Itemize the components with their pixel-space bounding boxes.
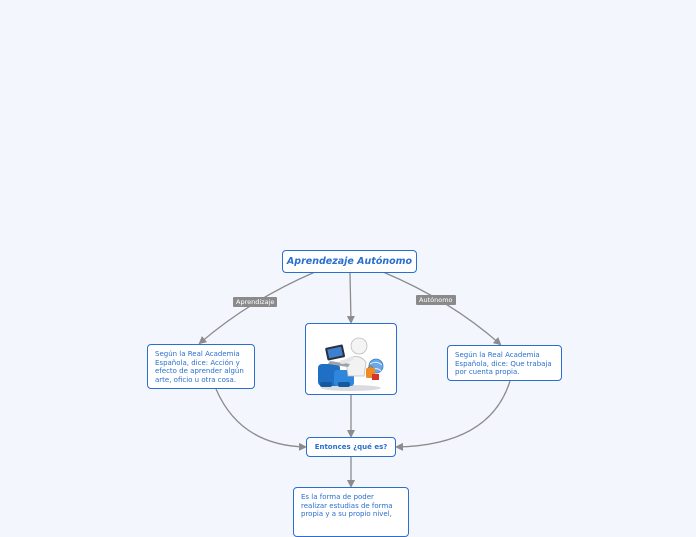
link-root-right <box>382 271 502 346</box>
definition-aprendizaje-text: Según la Real Academia Española, dice: A… <box>155 350 244 384</box>
answer-node[interactable]: Es la forma de poder realizar estudias d… <box>293 487 409 537</box>
definition-aprendizaje-node[interactable]: Según la Real Academia Española, dice: A… <box>147 344 255 389</box>
link-left-question <box>215 388 307 451</box>
question-node-label: Entonces ¿qué es? <box>314 443 388 451</box>
link-root-left <box>198 271 316 345</box>
answer-text: Es la forma de poder realizar estudias d… <box>301 493 393 519</box>
edge-label-autonomo: Autónomo <box>416 295 456 305</box>
image-node[interactable] <box>305 323 397 395</box>
person-at-laptop-icon <box>318 337 384 391</box>
edge-label-aprendizaje: Aprendizaje <box>233 297 278 307</box>
definition-autonomo-text: Según la Real Academia Española, dice: Q… <box>455 351 557 377</box>
root-node-label: Aprendezaje Autónomo <box>286 256 413 267</box>
link-root-image <box>346 272 355 324</box>
root-node[interactable]: Aprendezaje Autónomo <box>282 250 417 273</box>
question-node[interactable]: Entonces ¿qué es? <box>306 437 396 457</box>
link-right-question <box>395 380 511 451</box>
definition-autonomo-node[interactable]: Según la Real Academia Española, dice: Q… <box>447 345 562 381</box>
